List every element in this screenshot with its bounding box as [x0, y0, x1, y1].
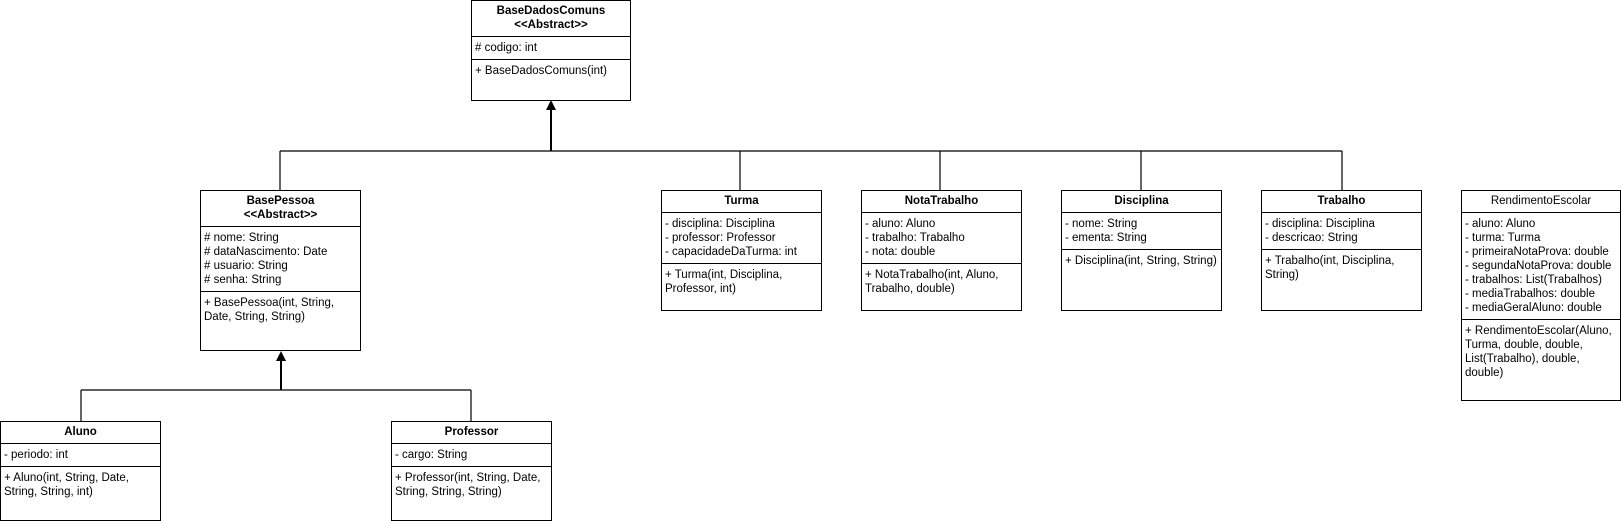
class-trabalho[interactable]: Trabalho - disciplina: Disciplina - desc…: [1261, 190, 1422, 311]
class-turma[interactable]: Turma - disciplina: Disciplina - profess…: [661, 190, 822, 311]
attribute: - aluno: Aluno: [1465, 218, 1536, 230]
stereotype: <<Abstract>>: [514, 19, 588, 31]
method: + Professor(int, String, Date, String, S…: [395, 472, 541, 498]
attribute: - nota: double: [865, 246, 936, 258]
stereotype: <<Abstract>>: [243, 209, 318, 221]
attribute: - ementa: String: [1065, 232, 1147, 244]
method: + NotaTrabalho(int, Aluno, Trabalho, dou…: [865, 269, 999, 295]
attribute: - cargo: String: [395, 449, 468, 461]
methods-section: + Turma(int, Disciplina, Professor, int): [662, 264, 821, 300]
method: + Trabalho(int, Disciplina, String): [1265, 255, 1395, 281]
attributes-section: # nome: String # dataNascimento: Date # …: [201, 227, 360, 291]
attribute: # dataNascimento: Date: [204, 246, 328, 258]
attribute: - disciplina: Disciplina: [665, 218, 775, 230]
methods-section: + BasePessoa(int, String, Date, String, …: [201, 292, 360, 328]
attribute: - mediaTrabalhos: double: [1465, 288, 1595, 300]
attribute: - mediaGeralAluno: double: [1465, 302, 1602, 314]
attribute: - periodo: int: [4, 449, 68, 461]
attribute: - turma: Turma: [1465, 232, 1541, 244]
attribute: # usuario: String: [204, 260, 288, 272]
method: + BaseDadosComuns(int): [475, 65, 607, 77]
attribute: - trabalhos: List(Trabalhos): [1465, 274, 1602, 286]
attributes-section: # codigo: int: [472, 37, 630, 59]
class-name: Professor: [444, 426, 499, 438]
attribute: - capacidadeDaTurma: int: [665, 246, 797, 258]
attributes-section: - disciplina: Disciplina - professor: Pr…: [662, 213, 821, 263]
attribute: - descricao: String: [1265, 232, 1358, 244]
attribute: - trabalho: Trabalho: [865, 232, 965, 244]
methods-section: + Disciplina(int, String, String): [1062, 250, 1221, 272]
methods-section: + RendimentoEscolar(Aluno, Turma, double…: [1462, 320, 1620, 384]
attribute: - professor: Professor: [665, 232, 776, 244]
class-basedadoscomuns[interactable]: BaseDadosComuns <<Abstract>> # codigo: i…: [471, 0, 631, 101]
class-aluno[interactable]: Aluno - periodo: int + Aluno(int, String…: [0, 421, 161, 521]
class-name: RendimentoEscolar: [1490, 195, 1592, 207]
pessoa-arrowhead: [276, 351, 286, 361]
attribute: - primeiraNotaProva: double: [1465, 246, 1609, 258]
class-name: BasePessoa: [246, 195, 315, 207]
methods-section: + BaseDadosComuns(int): [472, 60, 630, 82]
attribute: - aluno: Aluno: [865, 218, 936, 230]
class-professor[interactable]: Professor - cargo: String + Professor(in…: [391, 421, 552, 521]
attributes-section: - cargo: String: [392, 444, 551, 466]
class-name: Aluno: [64, 426, 97, 438]
class-name: Disciplina: [1114, 195, 1169, 207]
method: + Disciplina(int, String, String): [1065, 255, 1217, 267]
attribute: - disciplina: Disciplina: [1265, 218, 1375, 230]
methods-section: + Professor(int, String, Date, String, S…: [392, 467, 551, 503]
attributes-section: - aluno: Aluno - trabalho: Trabalho - no…: [862, 213, 1021, 263]
method: + Turma(int, Disciplina, Professor, int): [665, 269, 783, 295]
class-basepessoa[interactable]: BasePessoa <<Abstract>> # nome: String #…: [200, 190, 361, 351]
inheritance-arrowhead: [546, 100, 556, 110]
class-rendimentoescolar[interactable]: RendimentoEscolar - aluno: Aluno - turma…: [1461, 190, 1621, 401]
class-disciplina[interactable]: Disciplina - nome: String - ementa: Stri…: [1061, 190, 1222, 311]
attributes-section: - periodo: int: [1, 444, 160, 466]
methods-section: + Aluno(int, String, Date, String, Strin…: [1, 467, 160, 503]
attributes-section: - aluno: Aluno - turma: Turma - primeira…: [1462, 213, 1620, 319]
method: + RendimentoEscolar(Aluno, Turma, double…: [1465, 325, 1612, 379]
class-name: NotaTrabalho: [904, 195, 979, 207]
methods-section: + Trabalho(int, Disciplina, String): [1262, 250, 1421, 286]
attribute: - nome: String: [1065, 218, 1138, 230]
attributes-section: - nome: String - ementa: String: [1062, 213, 1221, 249]
attributes-section: - disciplina: Disciplina - descricao: St…: [1262, 213, 1421, 249]
class-notatrabalho[interactable]: NotaTrabalho - aluno: Aluno - trabalho: …: [861, 190, 1022, 311]
attribute: # senha: String: [204, 274, 282, 286]
class-name: Trabalho: [1317, 195, 1366, 207]
class-name: BaseDadosComuns: [496, 5, 606, 17]
attribute: - segundaNotaProva: double: [1465, 260, 1612, 272]
class-name: Turma: [724, 195, 759, 207]
method: + Aluno(int, String, Date, String, Strin…: [4, 472, 129, 498]
method: + BasePessoa(int, String, Date, String, …: [204, 297, 335, 323]
attribute: # nome: String: [204, 232, 279, 244]
attribute: # codigo: int: [475, 42, 538, 54]
methods-section: + NotaTrabalho(int, Aluno, Trabalho, dou…: [862, 264, 1021, 300]
